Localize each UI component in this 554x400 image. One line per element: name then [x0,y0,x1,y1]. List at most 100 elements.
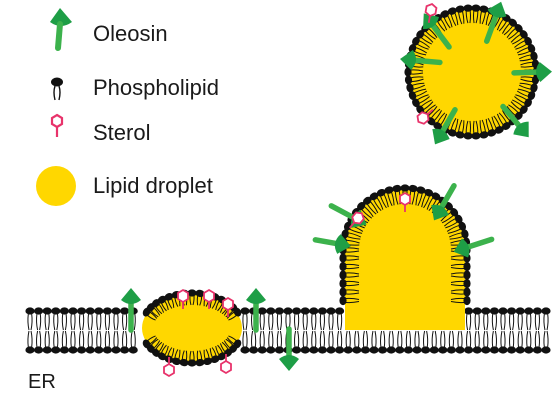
sterol-ring [416,111,430,125]
phospholipid-head [210,355,220,364]
phospholipid-head [519,30,528,39]
lipid-tail [259,313,265,331]
oleosin [431,183,457,221]
phospholipid-head [472,307,482,315]
lipid-tail [362,330,368,348]
oleosin-head [487,1,507,18]
phospholipid-head [51,346,61,354]
oleosin-stem [466,236,495,250]
oleosin-head [246,288,266,304]
sterol [177,288,189,309]
sterol-ring [399,191,411,207]
phospholipid-head [515,307,525,315]
lipid-tail [268,330,274,348]
sterol [222,296,234,317]
phospholipid-head [274,346,284,354]
phospholipid-head [481,307,491,315]
phospholipid-head [77,346,87,354]
phospholipid-head [85,307,95,315]
phospholipid-head [326,346,336,354]
phospholipid-head [142,339,151,349]
phospholipid-head [68,307,78,315]
phospholipid-head [274,307,284,315]
phospholipid-head [111,346,121,354]
lipid-tail [268,313,274,331]
phospholipid-head [471,132,481,140]
phospholipid-head [541,346,551,354]
sterol-tail [348,222,355,229]
legend-label-lipid-droplet: Lipid droplet [93,173,213,198]
phospholipid-head [217,352,227,361]
phospholipid-head [515,346,525,354]
phospholipid-head [233,307,242,317]
phospholipid-head [187,359,197,367]
lipid-tail [371,330,377,348]
phospholipid-head [257,307,267,315]
oleosin [312,234,351,254]
lipid-tail [311,313,317,331]
sterol-tail [427,15,431,23]
phospholipid-head [541,307,551,315]
phospholipid-head [339,295,347,306]
phospholipid-head [531,75,540,85]
phospholipid-head [463,261,471,272]
oleosin-stem [328,203,356,220]
lipid-tail [388,330,394,348]
sterol-ring [222,296,234,312]
phospholipid-head [463,287,471,297]
lipid-tail [526,330,532,348]
oleosin-head [121,288,141,304]
lipid-tail [337,330,343,348]
sterol [416,108,434,125]
lipid-tail [122,330,128,348]
oleosin-head [431,204,449,221]
phospholipid-head [386,346,396,354]
lipid-tail [36,330,42,348]
phospholipid-head [524,98,532,108]
phospholipid-icon [51,77,63,101]
oleosin-head [279,355,299,371]
phospholipid-head [195,289,205,298]
lipid-tail [96,330,102,348]
oleosin-proteins [121,1,552,371]
budding-lipid-droplet [339,184,471,330]
oleosin [423,13,452,50]
oleosin-stem [439,183,457,210]
phospholipid-head [34,346,44,354]
lipid-tail [423,330,429,348]
sterol-molecules [163,3,438,378]
lipid-tail [526,313,532,331]
phospholipid-head [404,75,413,85]
lipid-tail [440,330,446,348]
phospholipid-head [85,346,95,354]
phospholipid-head [59,346,69,354]
phospholipid-head [77,307,87,315]
phospholipid-head [433,122,443,130]
phospholipid-head [507,346,517,354]
sterol-ring [177,288,189,304]
phospholipid-head [532,307,543,315]
lipid-tail [448,330,454,348]
oleosin-stem [312,237,338,247]
phospholipid-head [440,10,450,18]
phospholipid-head [120,346,130,354]
phospholipid-head [68,346,78,354]
phospholipid-head [369,192,379,201]
phospholipid-head [444,202,453,211]
phospholipid-head [455,131,465,139]
lipid-tail [113,313,119,331]
sterol-ring [163,362,175,378]
phospholipid-head [384,186,394,194]
phospholipid-head [471,4,481,12]
lipid-tail [79,330,85,348]
lipid-tail [130,330,136,348]
lipid-tail [276,330,282,348]
lipid-tail [337,313,343,331]
phospholipid-head [395,346,405,354]
lipid-tail [276,313,282,331]
lipid-tail [345,330,351,348]
oleosin-stem [440,107,458,134]
phospholipid-head [450,207,459,217]
phospholipid-head [446,346,456,354]
phospholipid-head [514,24,523,33]
